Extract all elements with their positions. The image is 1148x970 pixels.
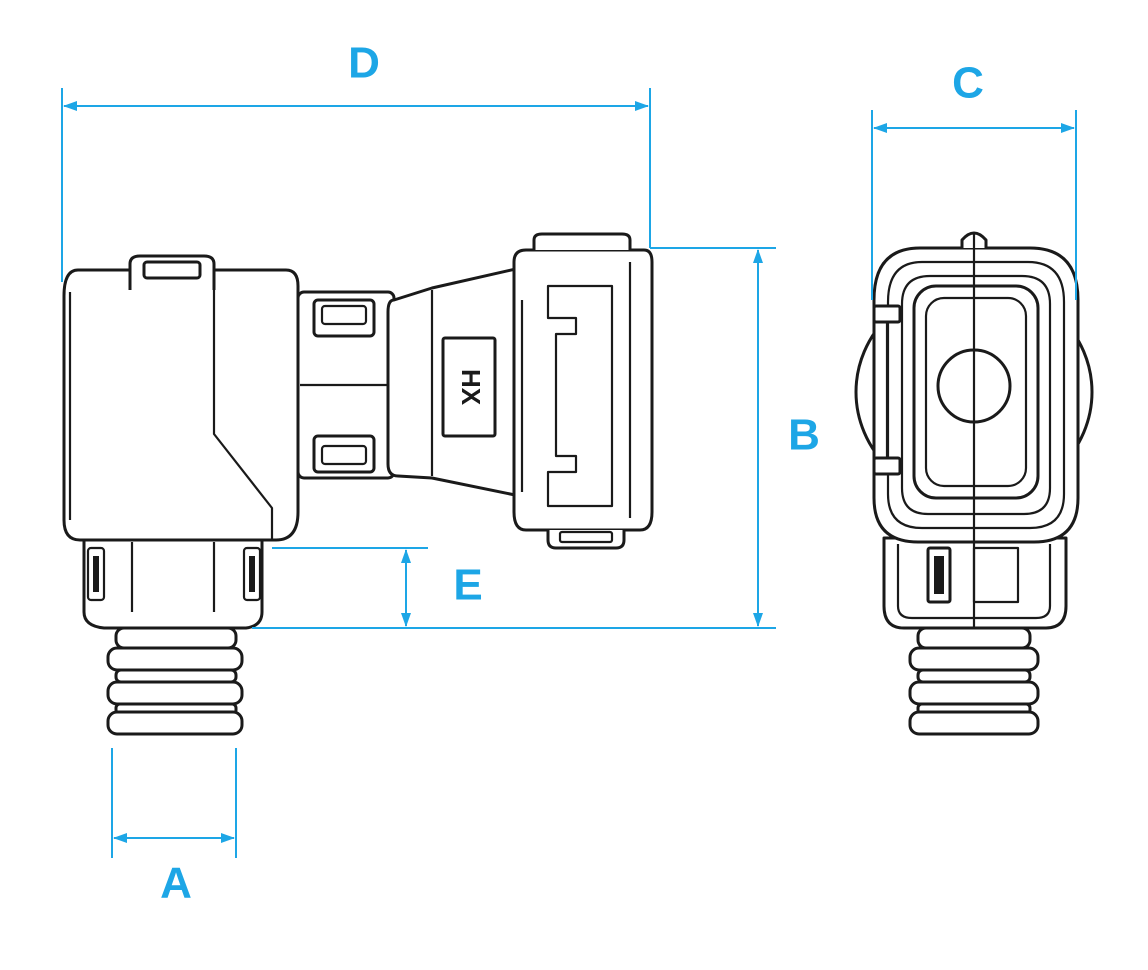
elbow-body <box>62 254 300 542</box>
side-view: HX <box>62 232 654 736</box>
dimension-label-e: E <box>453 561 482 610</box>
conduit-collar <box>82 538 264 630</box>
plug-head <box>512 232 654 550</box>
dimension-label-d: D <box>348 39 380 88</box>
dimension-lines: D C B E A <box>61 39 1077 908</box>
dimension-e: E <box>272 547 483 627</box>
dimension-d: D <box>61 39 651 282</box>
dimension-label-b: B <box>788 411 820 460</box>
front-conduit <box>908 626 1040 736</box>
conduit-bottom <box>106 626 244 736</box>
logo-text: HX <box>456 369 486 406</box>
dimension-a: A <box>111 748 237 908</box>
front-view <box>854 231 1094 736</box>
plug-housing: HX <box>386 266 522 498</box>
dimension-label-c: C <box>952 59 984 108</box>
coupling-nut <box>296 290 396 480</box>
dimension-label-a: A <box>160 859 192 908</box>
dimension-c: C <box>871 59 1077 300</box>
dimension-b: B <box>252 247 820 629</box>
front-housing <box>872 231 1080 628</box>
